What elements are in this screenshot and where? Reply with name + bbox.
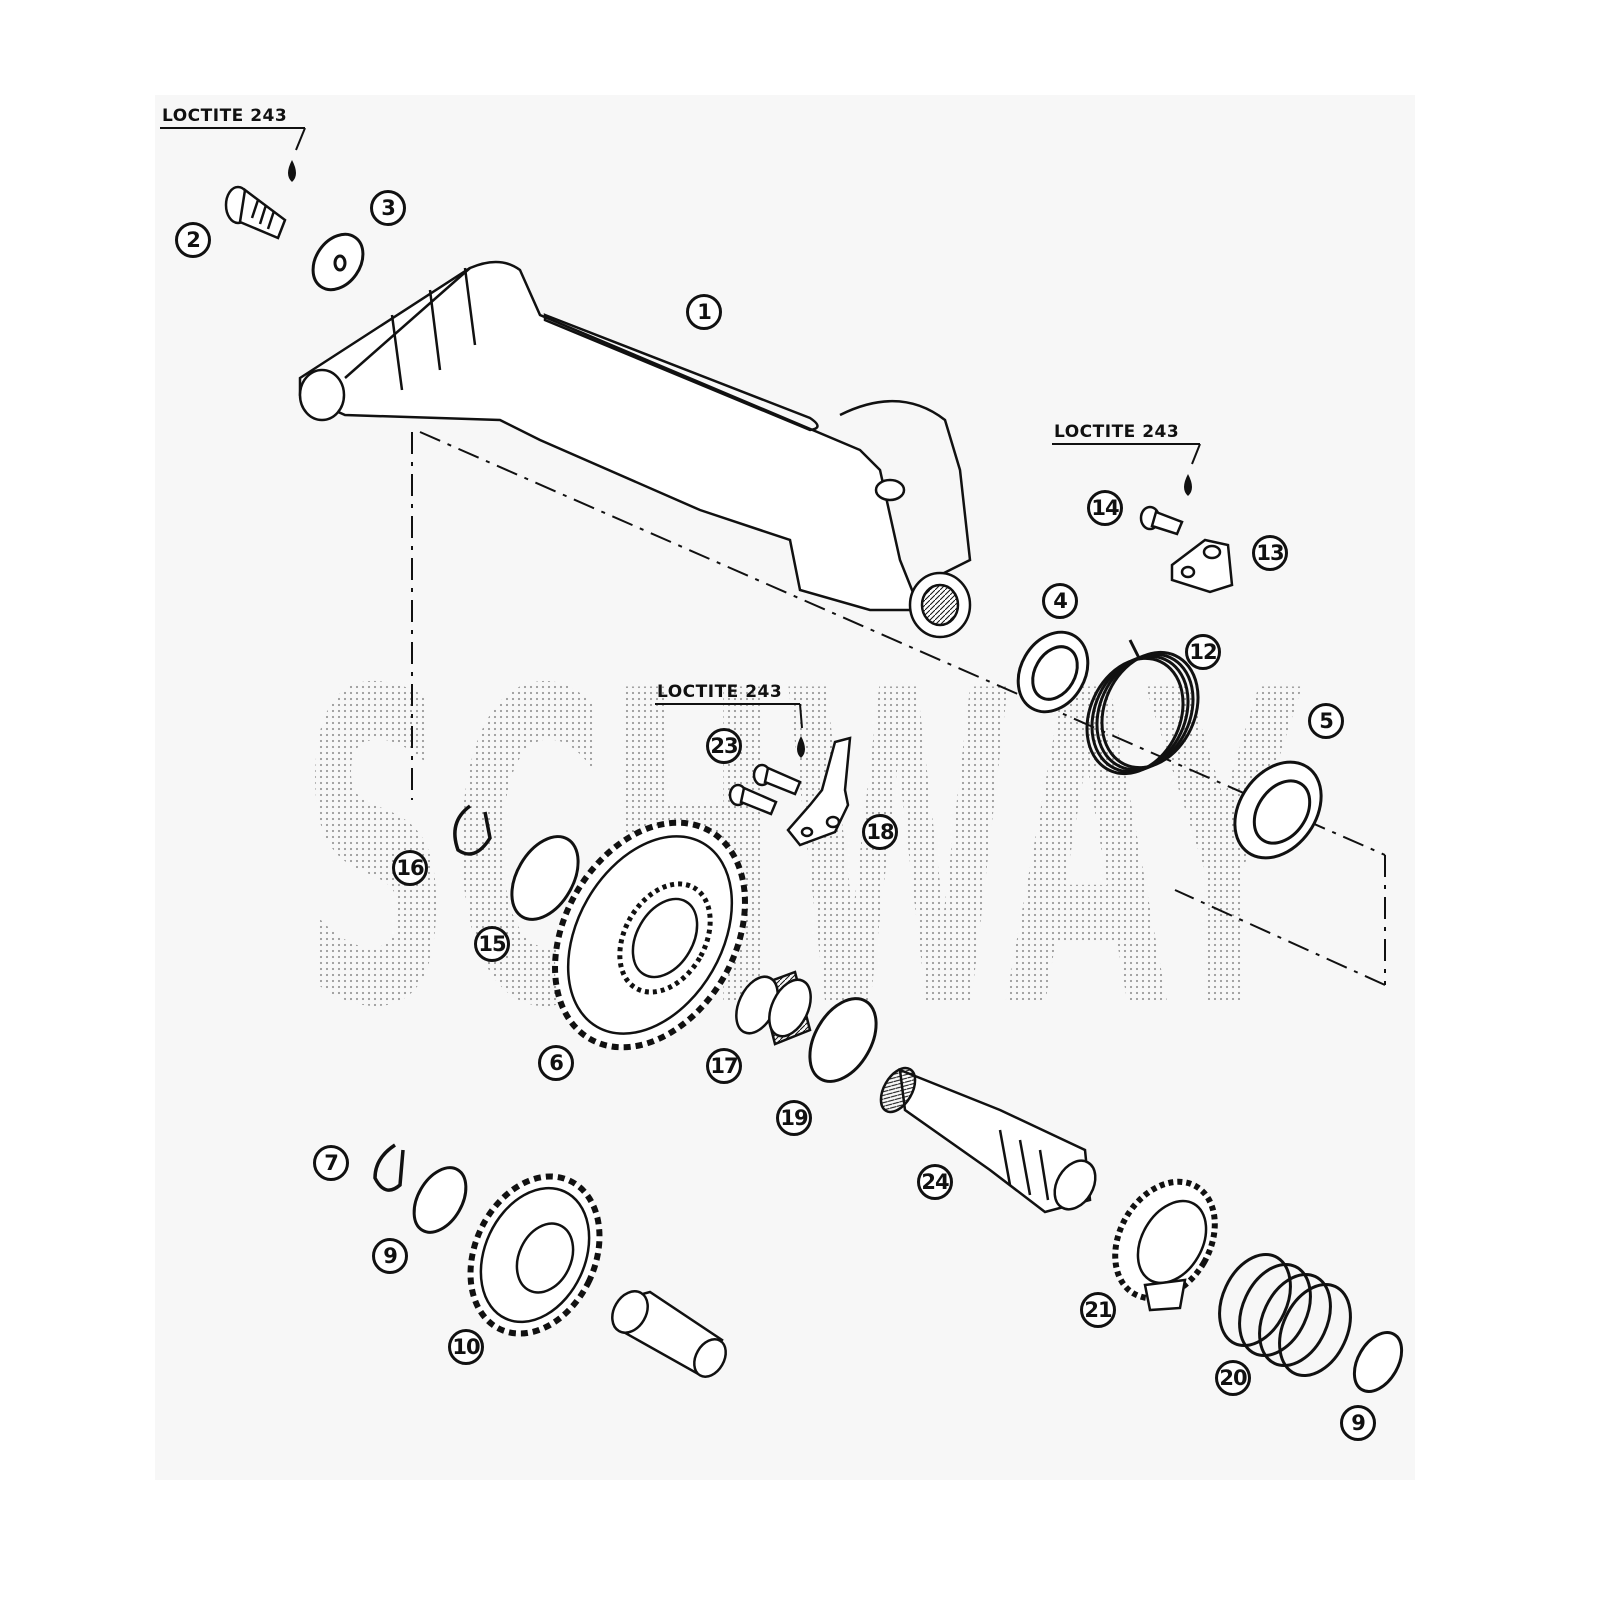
screws-part-23 bbox=[728, 763, 802, 816]
spring-part-12 bbox=[1085, 639, 1200, 776]
ratchet-guide-part-18 bbox=[786, 736, 852, 847]
callout-4: 4 bbox=[1042, 583, 1078, 619]
callout-23: 23 bbox=[706, 728, 742, 764]
assembly-axis-lines bbox=[411, 431, 1386, 986]
kick-lever-part-1 bbox=[298, 260, 972, 639]
loctite-label: LOCTITE 243 bbox=[1054, 422, 1180, 442]
callout-13: 13 bbox=[1252, 535, 1288, 571]
washer-part-19 bbox=[808, 997, 878, 1083]
bushing bbox=[611, 1290, 727, 1378]
needle-bearing-part-17 bbox=[735, 970, 812, 1046]
callout-12: 12 bbox=[1185, 634, 1221, 670]
washer-part-15 bbox=[510, 835, 580, 921]
kickstart-shaft-part-24 bbox=[879, 1066, 1097, 1214]
spring-plate-part-5 bbox=[1233, 760, 1323, 860]
callout-20: 20 bbox=[1215, 1360, 1251, 1396]
callout-9: 9 bbox=[372, 1238, 408, 1274]
callout-16: 16 bbox=[392, 850, 428, 886]
callout-24: 24 bbox=[917, 1164, 953, 1200]
callout-17: 17 bbox=[706, 1048, 742, 1084]
callout-5: 5 bbox=[1308, 703, 1344, 739]
callout-18: 18 bbox=[862, 814, 898, 850]
washer-part-3 bbox=[311, 232, 365, 292]
callout-7: 7 bbox=[313, 1145, 349, 1181]
callout-10: 10 bbox=[448, 1329, 484, 1365]
washer-part-4 bbox=[1016, 630, 1090, 714]
callout-3: 3 bbox=[370, 190, 406, 226]
loctite-label: LOCTITE 243 bbox=[657, 682, 783, 702]
washer-part-9-right bbox=[1352, 1331, 1404, 1393]
loctite-label: LOCTITE 243 bbox=[162, 106, 288, 126]
idler-gear-part-10 bbox=[467, 1173, 603, 1337]
screw-part-2 bbox=[224, 185, 287, 240]
callout-9: 9 bbox=[1340, 1405, 1376, 1441]
circlip-part-7 bbox=[373, 1143, 405, 1192]
callout-19: 19 bbox=[776, 1100, 812, 1136]
circlip-part-16 bbox=[453, 804, 492, 856]
loctite-leader-lines bbox=[160, 127, 1201, 729]
callout-6: 6 bbox=[538, 1045, 574, 1081]
callout-21: 21 bbox=[1080, 1292, 1116, 1328]
callout-2: 2 bbox=[175, 222, 211, 258]
kickstart-gear-part-6 bbox=[552, 819, 748, 1051]
loctite-drops bbox=[288, 160, 1192, 758]
callout-15: 15 bbox=[474, 926, 510, 962]
washer-part-9-left bbox=[412, 1166, 468, 1234]
callout-1: 1 bbox=[686, 294, 722, 330]
bolt-part-14 bbox=[1139, 505, 1184, 536]
bracket-part-13 bbox=[1170, 538, 1234, 594]
callout-14: 14 bbox=[1087, 490, 1123, 526]
spring-part-20 bbox=[1218, 1252, 1352, 1378]
ratchet-part-21 bbox=[1112, 1178, 1218, 1312]
